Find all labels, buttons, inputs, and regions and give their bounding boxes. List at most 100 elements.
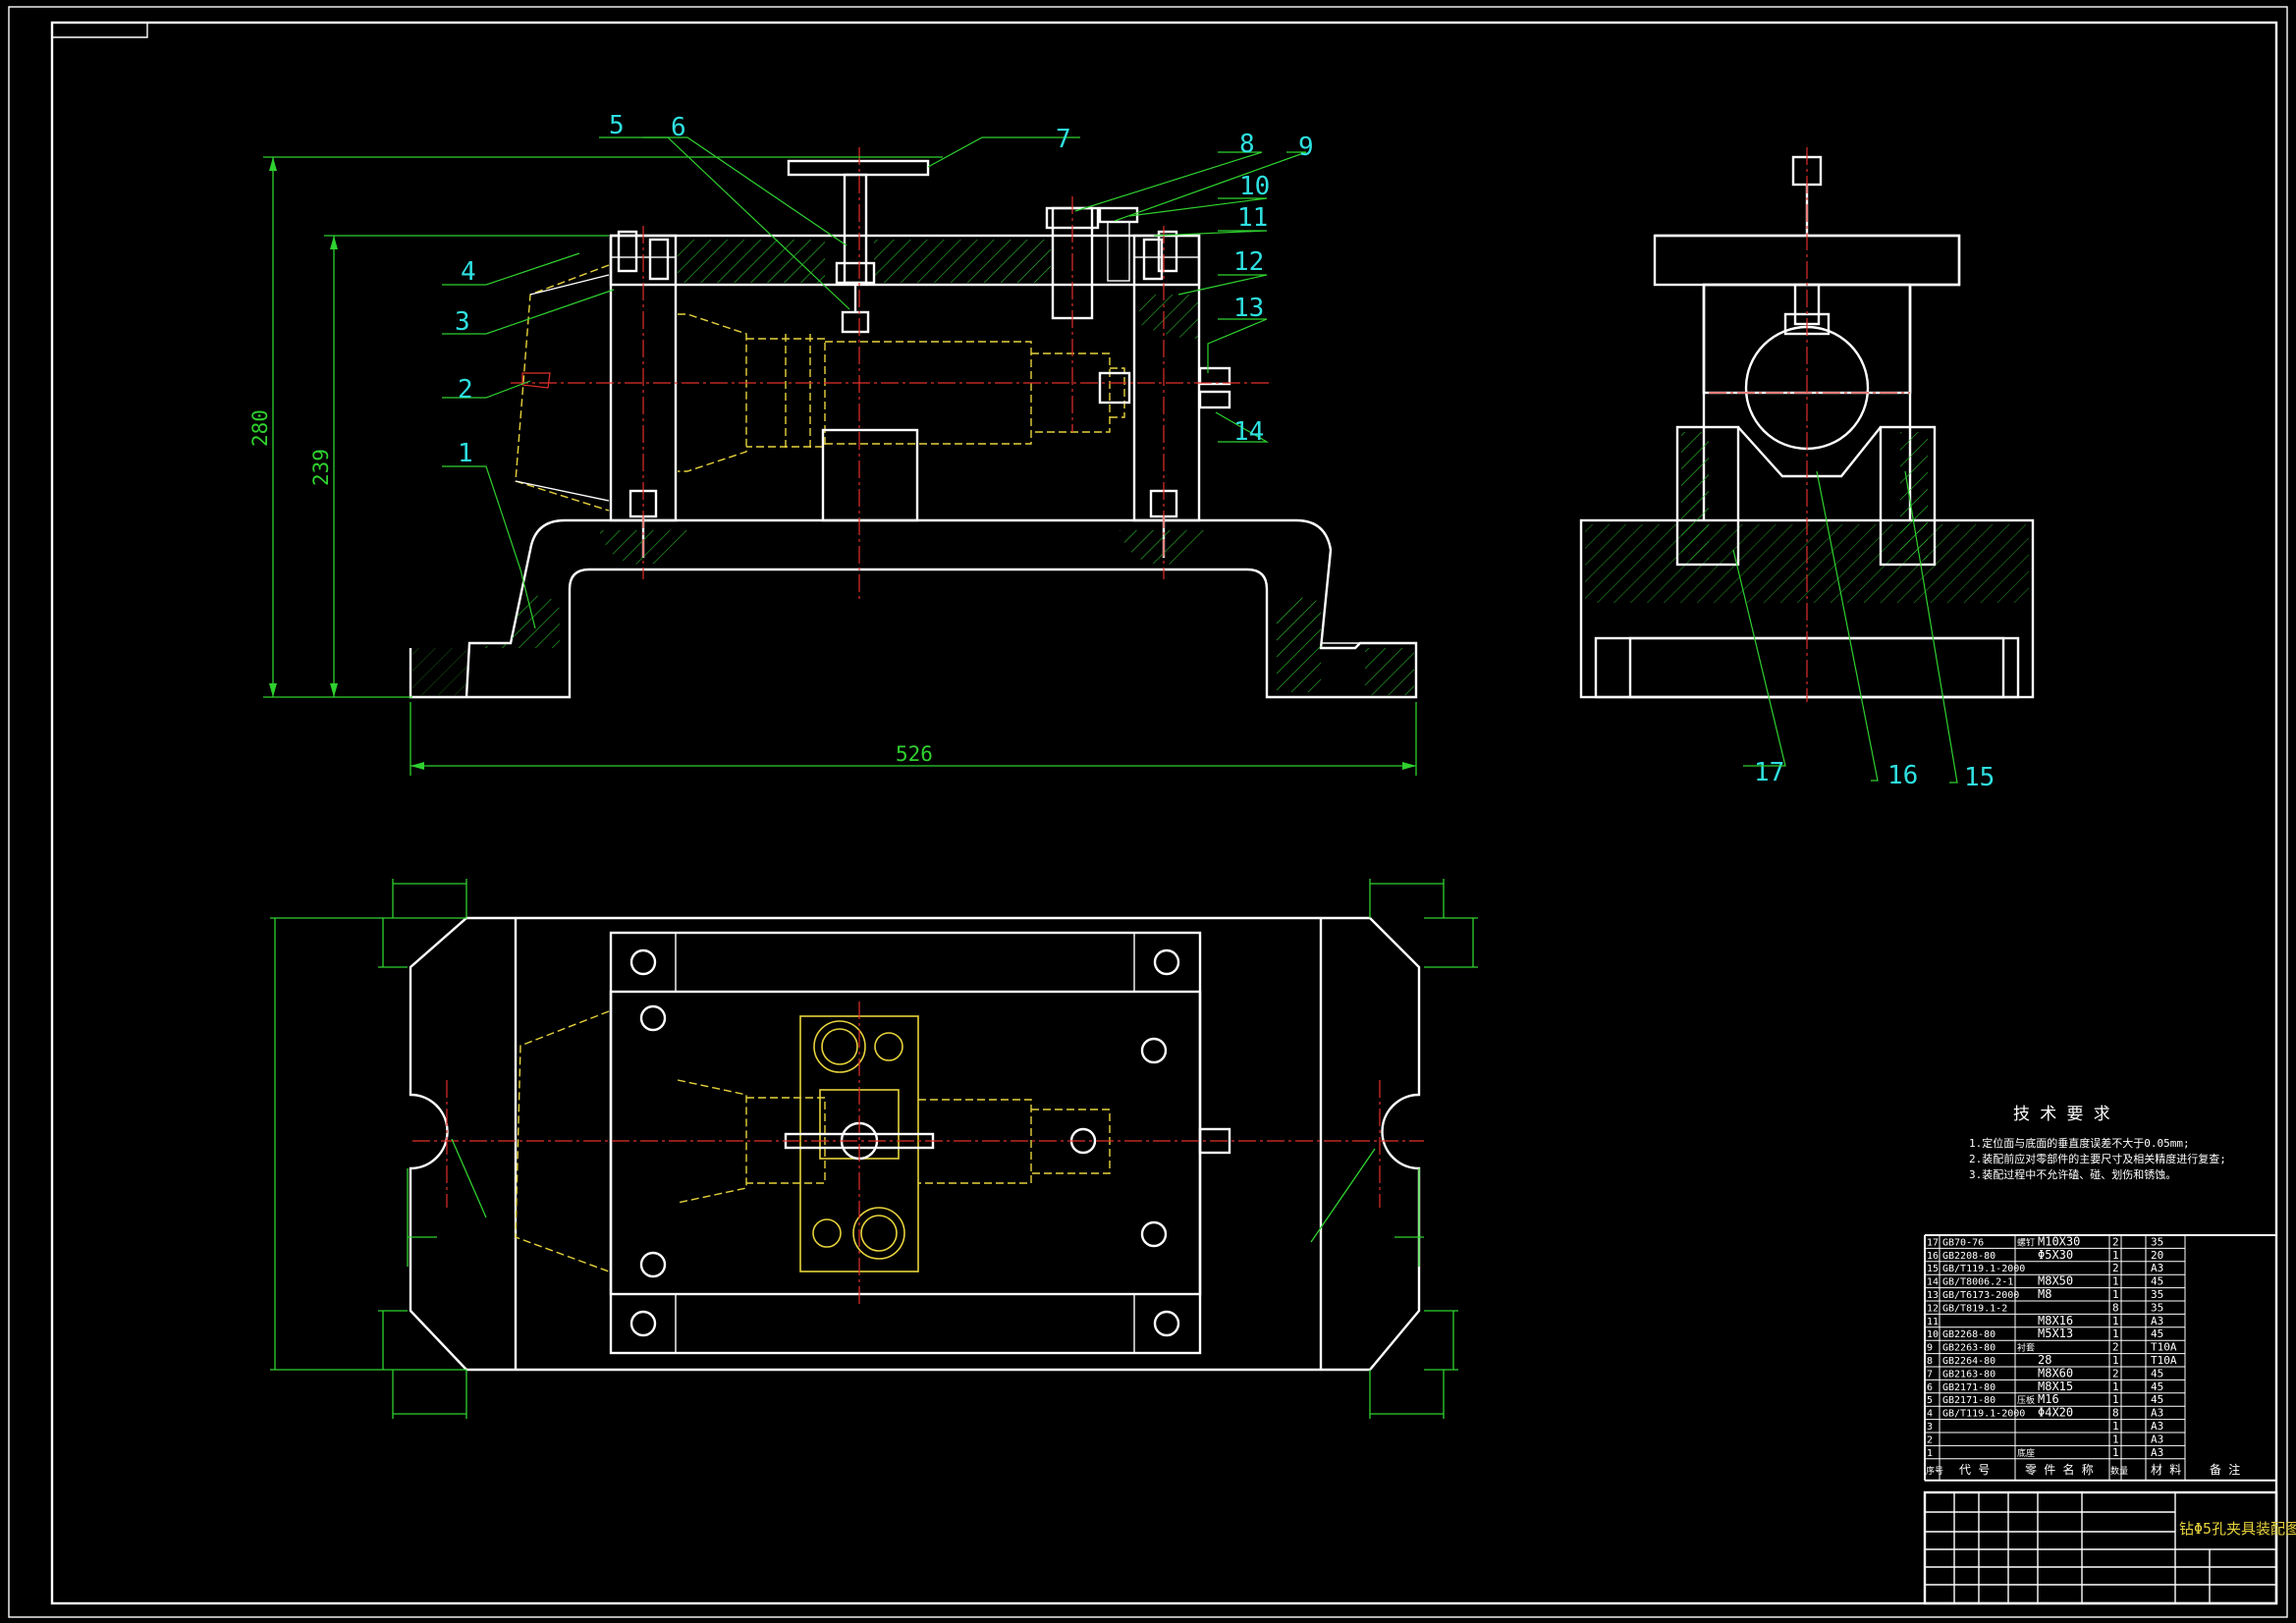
bom-row-spec: M5X13 [2038,1326,2073,1340]
bom-row-no: 7 [1927,1369,1933,1380]
balloon-17: 17 [1754,758,1784,787]
bom-row-material: T10A [2151,1354,2177,1367]
bom-header-qty: 数量 [2110,1465,2128,1477]
bom-row-material: A3 [2151,1315,2163,1327]
bom-row-code: GB2163-80 [1942,1369,1995,1380]
bom-row-code: GB2171-80 [1942,1395,1995,1406]
corner-tag [52,23,148,38]
balloon-12: 12 [1233,247,1264,277]
bom-row-code: GB/T819.1-2 [1942,1303,2007,1314]
bom-row-material: 45 [2151,1367,2163,1380]
part-balloons: 1 2 3 4 5 6 7 8 9 10 11 12 13 14 15 16 1… [455,111,1995,792]
bom-row-no: 10 [1927,1329,1939,1340]
bom-row-qty: 2 [2112,1262,2119,1274]
side-view [1579,147,2035,784]
bom-row-material: 45 [2151,1275,2163,1288]
bom-row-qty: 1 [2112,1433,2119,1445]
bom-row-no: 6 [1927,1382,1933,1393]
bom-row-qty: 1 [2112,1354,2119,1367]
balloon-16: 16 [1887,761,1918,790]
bom-row-qty: 8 [2112,1407,2119,1420]
bom-row-qty: 1 [2112,1249,2119,1262]
bom-row-spec: M10X30 [2038,1234,2080,1248]
tech-req-item-1: 1.定位面与底面的垂直度误差不大于0.05mm; [1969,1136,2190,1150]
bom-row-spec: M8X60 [2038,1366,2073,1380]
bom-row-qty: 1 [2112,1446,2119,1459]
balloon-3: 3 [455,307,470,337]
bom-row-no: 9 [1927,1343,1933,1354]
bom-row-spec: M8X50 [2038,1274,2073,1288]
bom-row-material: A3 [2151,1420,2163,1433]
balloon-8: 8 [1239,130,1255,159]
bom-row-qty: 1 [2112,1420,2119,1433]
bom-row-qty: 1 [2112,1393,2119,1406]
bom-row-no: 3 [1927,1422,1933,1433]
bom-row-code: GB2263-80 [1942,1343,1995,1354]
bom-row-qty: 2 [2112,1235,2119,1248]
bom-row-material: 45 [2151,1327,2163,1340]
bom-row-no: 1 [1927,1448,1933,1459]
tech-req-item-3: 3.装配过程中不允许磕、碰、划伤和锈蚀。 [1969,1167,2176,1181]
bom-row-qty: 2 [2112,1367,2119,1380]
bom-row-qty: 1 [2112,1327,2119,1340]
bom-row-no: 8 [1927,1356,1933,1367]
bom-row-no: 5 [1927,1395,1933,1406]
bom-row-spec: Φ5X30 [2038,1248,2073,1262]
balloon-2: 2 [458,375,473,405]
bom-row-no: 13 [1927,1290,1939,1301]
bom-row-material: A3 [2151,1407,2163,1420]
bom-row-material: A3 [2151,1262,2163,1274]
bom-row-material: 45 [2151,1380,2163,1393]
bom-row-no: 11 [1927,1317,1939,1327]
balloon-1: 1 [458,439,473,468]
tech-requirements-title: 技 术 要 求 [2013,1105,2110,1124]
balloon-7: 7 [1056,125,1071,154]
bom-header-code: 代 号 [1959,1463,1990,1477]
balloon-5: 5 [609,111,625,140]
bom-row-material: 35 [2151,1288,2163,1301]
bom-row-qty: 1 [2112,1275,2119,1288]
bom-header-no: 序号 [1926,1465,1943,1477]
bom-row-qty: 1 [2112,1288,2119,1301]
bom-row-no: 14 [1927,1277,1939,1288]
bom-row-no: 12 [1927,1303,1939,1314]
bom-row-name: 压板 [2017,1394,2035,1406]
dim-overall-width: 526 [896,742,933,766]
bom-header-note: 备 注 [2210,1462,2240,1477]
outer-border [8,6,2288,1618]
bom-row-material: 35 [2151,1301,2163,1314]
bom-row-qty: 1 [2112,1380,2119,1393]
bom-row-code: GB/T8006.2-1 [1942,1277,2013,1288]
tech-requirements: 技 术 要 求 1.定位面与底面的垂直度误差不大于0.05mm; 2.装配前应对… [1969,1105,2226,1181]
drawing-title: 钻Φ5孔夹具装配图 [2179,1520,2296,1538]
bom-row-name: 底座 [2017,1447,2035,1459]
bom-row-material: 20 [2151,1249,2163,1262]
bom-row-material: T10A [2151,1341,2177,1354]
inner-border [50,21,2278,1605]
front-leaders [442,136,1307,629]
bom-row-no: 15 [1927,1264,1939,1274]
bom-row-spec: Φ4X20 [2038,1406,2073,1420]
bom-row-code: GB2171-80 [1942,1382,1995,1393]
bom-row-spec: M8X16 [2038,1314,2073,1327]
bom-row-code: GB/T6173-2000 [1942,1290,2019,1301]
bom-row-material: A3 [2151,1446,2163,1459]
tech-req-item-2: 2.装配前应对零部件的主要尺寸及相关精度进行复查; [1969,1152,2226,1165]
bom-row-material: 45 [2151,1393,2163,1406]
balloon-6: 6 [671,113,686,142]
balloon-10: 10 [1239,172,1270,201]
bom-row-code: GB2268-80 [1942,1329,1995,1340]
bom-row-spec: M8 [2038,1287,2051,1301]
title-block: 钻Φ5孔夹具装配图 [1923,1490,2296,1605]
balloon-11: 11 [1237,203,1268,233]
dim-center-height: 239 [309,449,333,486]
bom-row-name: 螺钉 [2017,1237,2035,1248]
bom-row-code: GB2208-80 [1942,1251,1995,1262]
bom-row-no: 4 [1927,1409,1933,1420]
bom-row-no: 2 [1927,1434,1933,1445]
bom-header-name: 零 件 名 称 [2025,1462,2094,1477]
top-view [270,879,1478,1419]
bom-row-qty: 2 [2112,1341,2119,1354]
